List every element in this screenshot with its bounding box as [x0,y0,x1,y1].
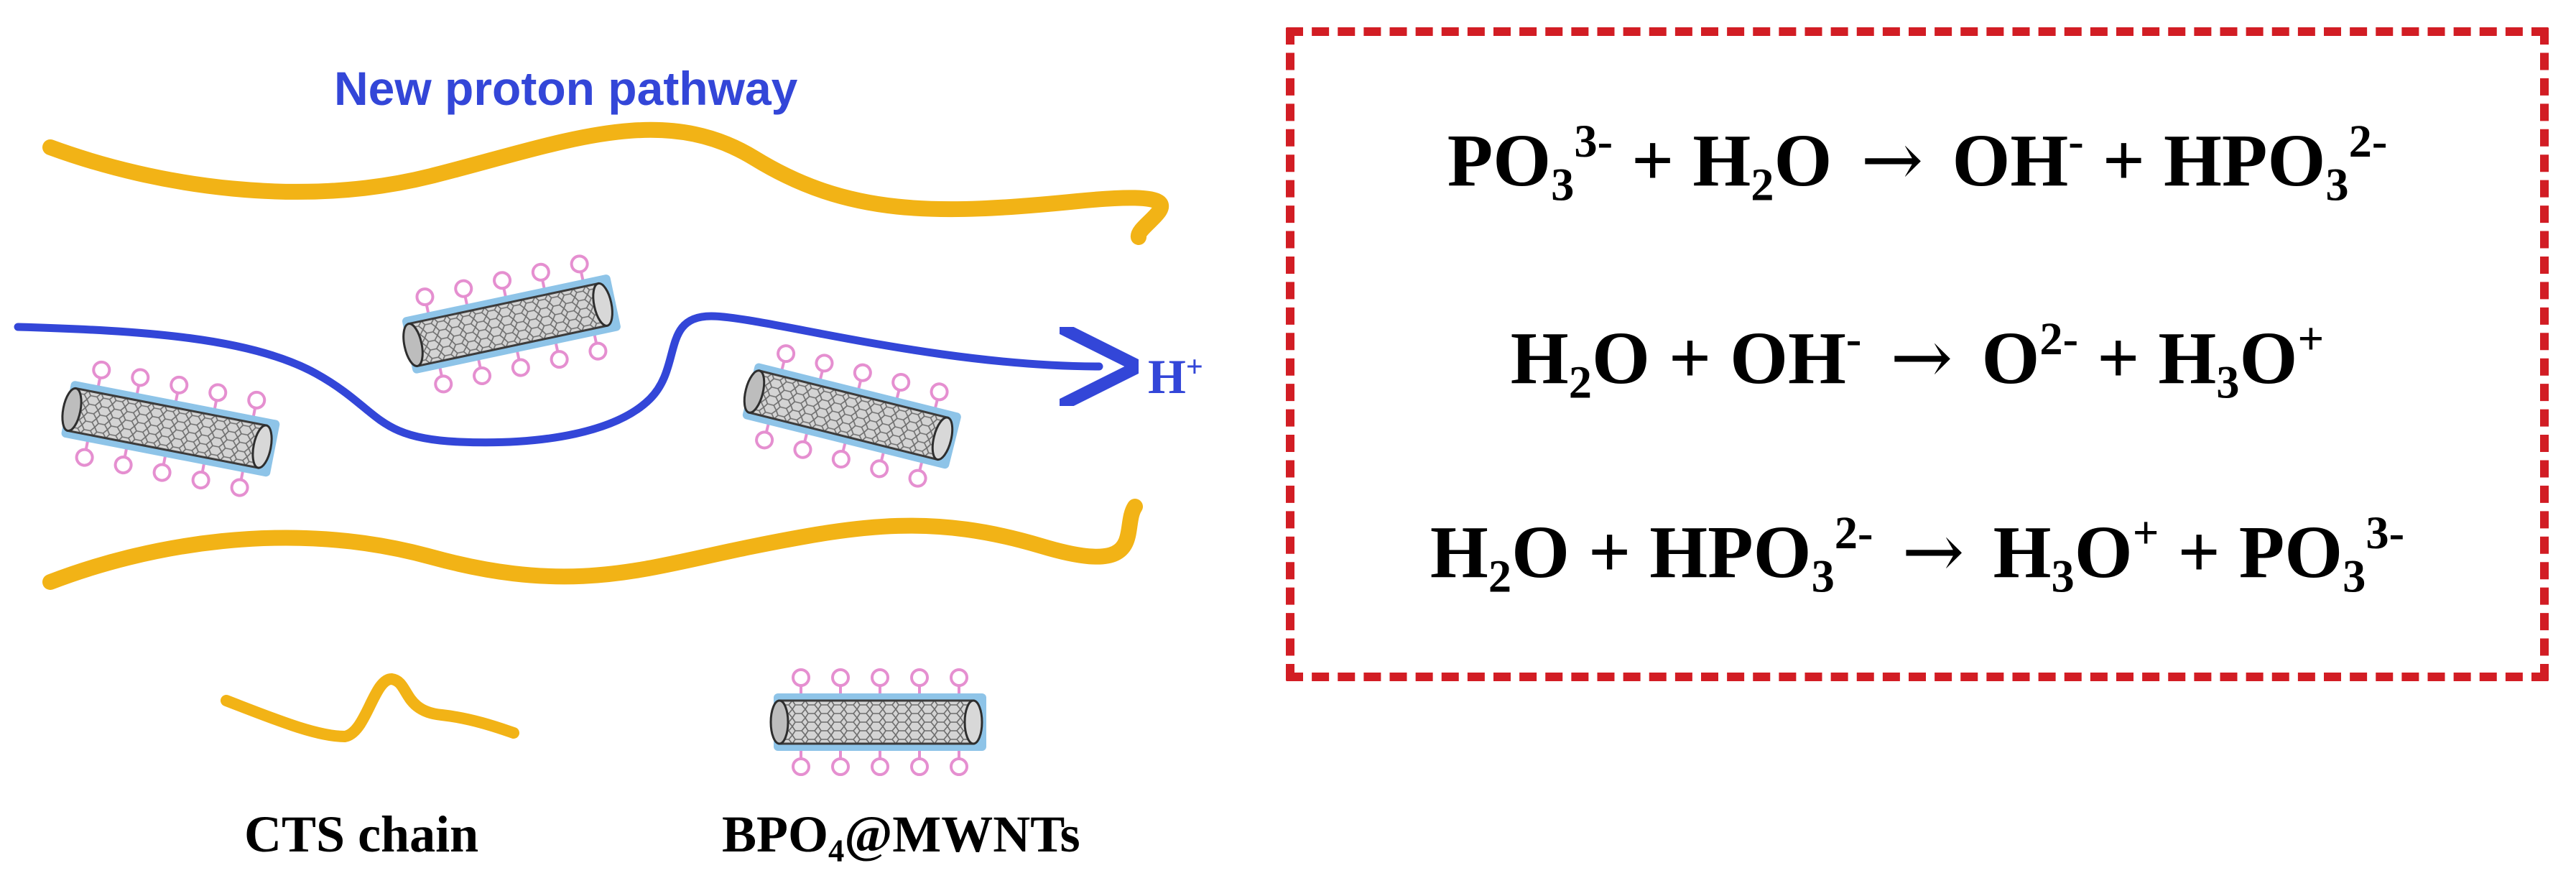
eq2-d-base: H [2158,317,2217,400]
proton-pathway-line [14,312,1099,447]
eq3-c-base: H [1993,511,2052,594]
eq2-plus-2: + [2097,317,2140,400]
eq3-c-sub: 3 [2051,550,2075,602]
eq1-term-d: HPO32- [2164,116,2388,208]
eq1-a-sub: 3 [1551,159,1575,211]
eq2-term-a: H2O [1510,317,1650,406]
diagram-title: New proton pathway [334,62,798,115]
eq1-arrow: → [1861,116,1924,203]
proton-base: H [1148,349,1186,404]
eq3-b-sup: 2- [1834,507,1873,559]
eq1-b-base: H [1692,119,1751,202]
legend-chain-icon [221,673,519,743]
eq1-a-base: PO [1447,119,1552,202]
eq2-b-sup: - [1845,313,1862,365]
eq1-c-sup: - [2068,116,2084,167]
eq2-a-base: H [1510,317,1569,400]
eq1-d-sub: 3 [2325,159,2349,211]
eq3-a-base: H [1430,511,1488,594]
cts-chain-lower [42,499,1143,590]
eq3-a-post: O [1511,511,1570,594]
cts-chain-upper [42,121,1169,245]
eq3-term-c: H3O+ [1993,509,2159,599]
eq1-term-b: H2O [1692,119,1833,208]
eq3-plus-2: + [2177,511,2220,594]
proton-charge: + [1185,349,1203,384]
eq3-arrow: → [1901,507,1965,595]
eq1-c-base: OH [1952,119,2069,202]
eq1-b-sub: 2 [1751,159,1774,211]
eq2-d-sub: 3 [2216,356,2240,408]
reaction-equations-box: PO33- + H2O → OH- + HPO32- H2O + OH- → O… [1286,27,2549,681]
eq3-c-post: O [2074,511,2133,594]
eq2-term-d: H3O+ [2158,315,2324,405]
legend-tube-label-pre: BPO [722,805,829,863]
eq3-b-sub: 3 [1811,550,1835,602]
equation-1: PO33- + H2O → OH- + HPO32- [1294,118,2540,208]
eq1-d-sup: 2- [2348,116,2388,167]
legend-tube-label-sub: 4 [828,832,845,869]
eq2-arrow: → [1890,313,1953,401]
eq2-c-sup: 2- [2039,313,2079,365]
eq3-c-sup: + [2132,507,2159,559]
eq3-d-base: PO [2238,511,2343,594]
bpo4-mwnt-tube-left [52,355,287,502]
eq3-plus-1: + [1588,511,1631,594]
eq1-d-base: HPO [2164,119,2326,202]
eq3-term-d: PO33- [2238,509,2404,599]
bpo4-mwnt-tube-right [731,337,970,494]
eq1-plus-1: + [1631,119,1674,202]
eq3-term-a: H2O [1430,511,1570,600]
eq1-term-a: PO33- [1447,116,1613,208]
eq2-d-post: O [2239,317,2298,400]
eq2-plus-1: + [1668,317,1712,400]
eq2-a-post: O [1591,317,1650,400]
eq3-d-sup: 3- [2366,507,2405,559]
eq3-d-sub: 3 [2343,550,2366,602]
legend-chain-label: CTS chain [244,805,479,863]
eq1-a-sup: 3- [1574,116,1613,167]
eq2-a-sub: 2 [1568,356,1592,408]
legend-tube-icon [769,668,988,776]
eq2-term-b: OH- [1730,315,1861,400]
eq3-b-base: HPO [1649,511,1812,594]
eq2-c-base: O [1981,317,2040,400]
eq1-b-post: O [1774,119,1833,202]
legend-tube-label-post: @MWNTs [844,805,1080,863]
equation-2: H2O + OH- → O2- + H3O+ [1294,315,2540,405]
eq3-a-sub: 2 [1488,550,1512,602]
proton-label: H+ [1148,349,1203,404]
eq3-term-b: HPO32- [1649,509,1873,599]
bpo4-mwnt-tube-middle [392,249,628,400]
equation-3: H2O + HPO32- → H3O+ + PO33- [1294,509,2540,599]
eq2-term-c: O2- [1981,315,2079,400]
eq2-d-sup: + [2297,313,2325,365]
eq2-b-base: OH [1730,317,1846,400]
legend-tube-label: BPO4@MWNTs [722,805,1080,867]
eq1-plus-2: + [2102,119,2146,202]
eq1-term-c: OH- [1952,116,2084,202]
